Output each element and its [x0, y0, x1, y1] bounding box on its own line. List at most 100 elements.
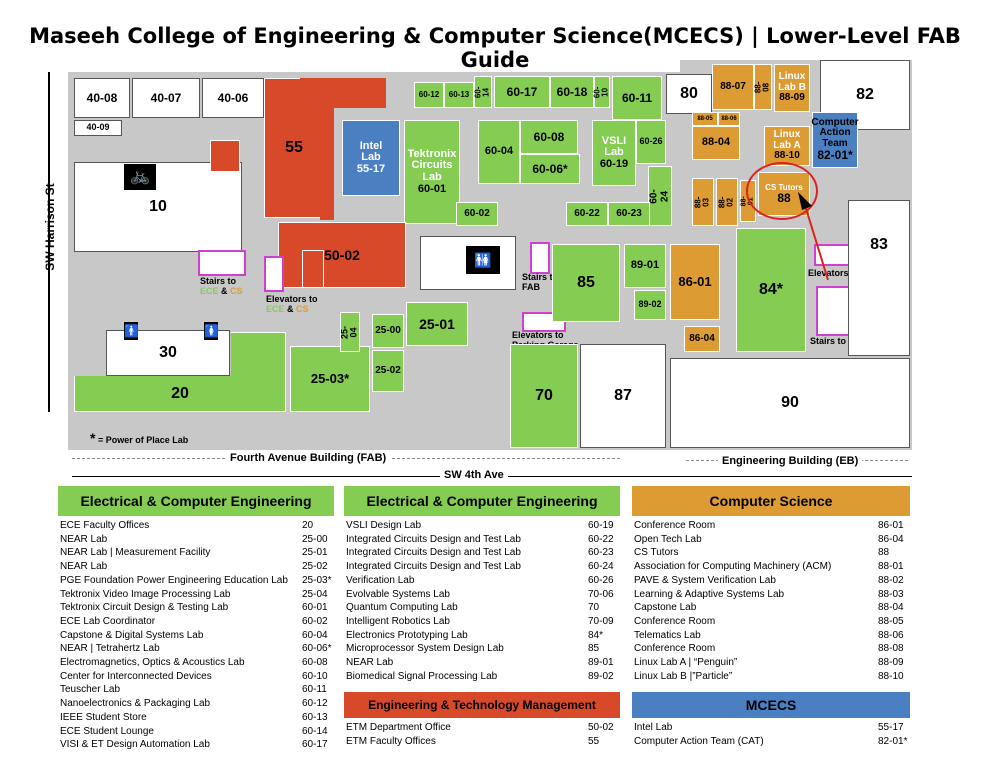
directory-room-number: 60-19	[588, 520, 614, 531]
panel-mcecs-header: MCECS	[632, 692, 910, 718]
directory-room-name: NEAR Lab	[60, 533, 108, 545]
room-40-07[interactable]: 40-07	[132, 78, 200, 118]
room-25-00[interactable]: 25-00	[372, 314, 404, 348]
room-88-07[interactable]: 88-07	[712, 64, 754, 110]
room-25-01[interactable]: 25-01	[406, 302, 468, 346]
stairs-to-eb-icon	[816, 286, 850, 336]
directory-room-number: 86-04	[878, 533, 904, 545]
room-90[interactable]: 90	[670, 358, 910, 448]
directory-room-number: 70	[588, 602, 600, 614]
directory-room-number: 88-10	[878, 670, 904, 682]
page-title: Maseeh College of Engineering & Computer…	[29, 24, 961, 72]
directory-room-number: 20	[302, 520, 314, 531]
directory-room-number: 70-06	[588, 588, 614, 600]
directory-room-name: Center for Interconnected Devices	[60, 670, 212, 682]
room-60-13[interactable]: 60-13	[444, 82, 474, 108]
bike-parking-icon: 🚲	[124, 164, 156, 190]
room-40-06[interactable]: 40-06	[202, 78, 264, 118]
room-60-26[interactable]: 60-26	[636, 120, 666, 164]
room-60-17[interactable]: 60-17	[494, 76, 550, 108]
room-40-09[interactable]: 40-09	[74, 120, 122, 136]
room-85[interactable]: 85	[552, 244, 620, 322]
room-25-03[interactable]: 25-03*	[290, 346, 370, 412]
directory-room-name: NEAR Lab | Measurement Facility	[60, 547, 211, 559]
room-70[interactable]: 70	[510, 344, 578, 448]
room-80[interactable]: 80	[666, 74, 712, 114]
room-89-02[interactable]: 89-02	[634, 290, 666, 320]
room-86-04[interactable]: 86-04	[684, 326, 720, 352]
room-25-04[interactable]: 25-04	[340, 312, 360, 352]
room-50-02[interactable]: 50-02	[278, 222, 406, 288]
room-88-08[interactable]: 88-08	[754, 64, 772, 110]
room-60-10[interactable]: 60-10	[593, 76, 610, 108]
eb-building-label: Engineering Building (EB)	[718, 455, 863, 467]
directory-room-number: 88-05	[878, 615, 904, 627]
street-line-left	[48, 72, 50, 412]
room-89-01[interactable]: 89-01	[624, 244, 666, 288]
directory-room-number: 70-09	[588, 615, 614, 627]
panel-ece-1: Electrical & Computer Engineering ECE Fa…	[58, 486, 334, 752]
directory-room-number: 84*	[588, 629, 604, 641]
directory-room-name: Computer Action Team (CAT)	[634, 735, 764, 747]
room-60-24[interactable]: 60-24	[648, 166, 672, 226]
room-60-11[interactable]: 60-11	[612, 76, 662, 120]
panel-ece-2-header: Electrical & Computer Engineering	[344, 486, 620, 516]
room-25-02[interactable]: 25-02	[372, 350, 404, 392]
room-88-04[interactable]: 88-04	[692, 126, 740, 160]
direction-arrow-icon	[798, 192, 829, 281]
room-55[interactable]: 55	[264, 78, 324, 218]
directory-room-name: Integrated Circuits Design and Test Lab	[346, 547, 521, 559]
room-10[interactable]: 10	[74, 162, 242, 252]
room-60-08[interactable]: 60-08	[520, 120, 578, 154]
room-60-22[interactable]: 60-22	[566, 202, 608, 226]
room-84[interactable]: 84*	[736, 228, 806, 352]
directory-room-name: Tektronix Video Image Processing Lab	[60, 588, 231, 600]
room-88-02[interactable]: 88-02	[716, 178, 738, 226]
directory-room-name: PAVE & System Verification Lab	[634, 574, 776, 586]
room-83[interactable]: 83	[848, 200, 910, 356]
room-40-annex	[210, 140, 240, 172]
room-40-08[interactable]: 40-08	[74, 78, 130, 118]
directory-room-number: 60-24	[588, 561, 614, 573]
room-60-02[interactable]: 60-02	[456, 202, 498, 226]
directory-room-number: 60-22	[588, 533, 614, 545]
directory-row: PGE Foundation Power Engineering Educati…	[58, 574, 334, 588]
room-60-06[interactable]: 60-06*	[520, 154, 580, 184]
room-60-12[interactable]: 60-12	[414, 82, 444, 108]
room-87[interactable]: 87	[580, 344, 666, 448]
room-88-06[interactable]: 88-06	[718, 112, 740, 126]
room-60-18[interactable]: 60-18	[550, 76, 594, 108]
directory-room-name: VISI & ET Design Automation Lab	[60, 739, 210, 751]
directory-room-number: 86-01	[878, 520, 904, 531]
room-60-23[interactable]: 60-23	[608, 202, 650, 226]
power-of-place-note: * = Power of Place Lab	[90, 430, 189, 446]
directory-room-name: VSLI Design Lab	[346, 520, 422, 531]
elevators-to-ece-icon	[264, 256, 284, 292]
room-88-03[interactable]: 88-03	[692, 178, 714, 226]
room-60-14[interactable]: 60-14	[474, 76, 492, 108]
room-86-01[interactable]: 86-01	[670, 244, 720, 320]
room-60-04[interactable]: 60-04	[478, 120, 520, 184]
room-88-05[interactable]: 88-05	[692, 112, 718, 126]
directory-room-number: 88-04	[878, 602, 904, 614]
